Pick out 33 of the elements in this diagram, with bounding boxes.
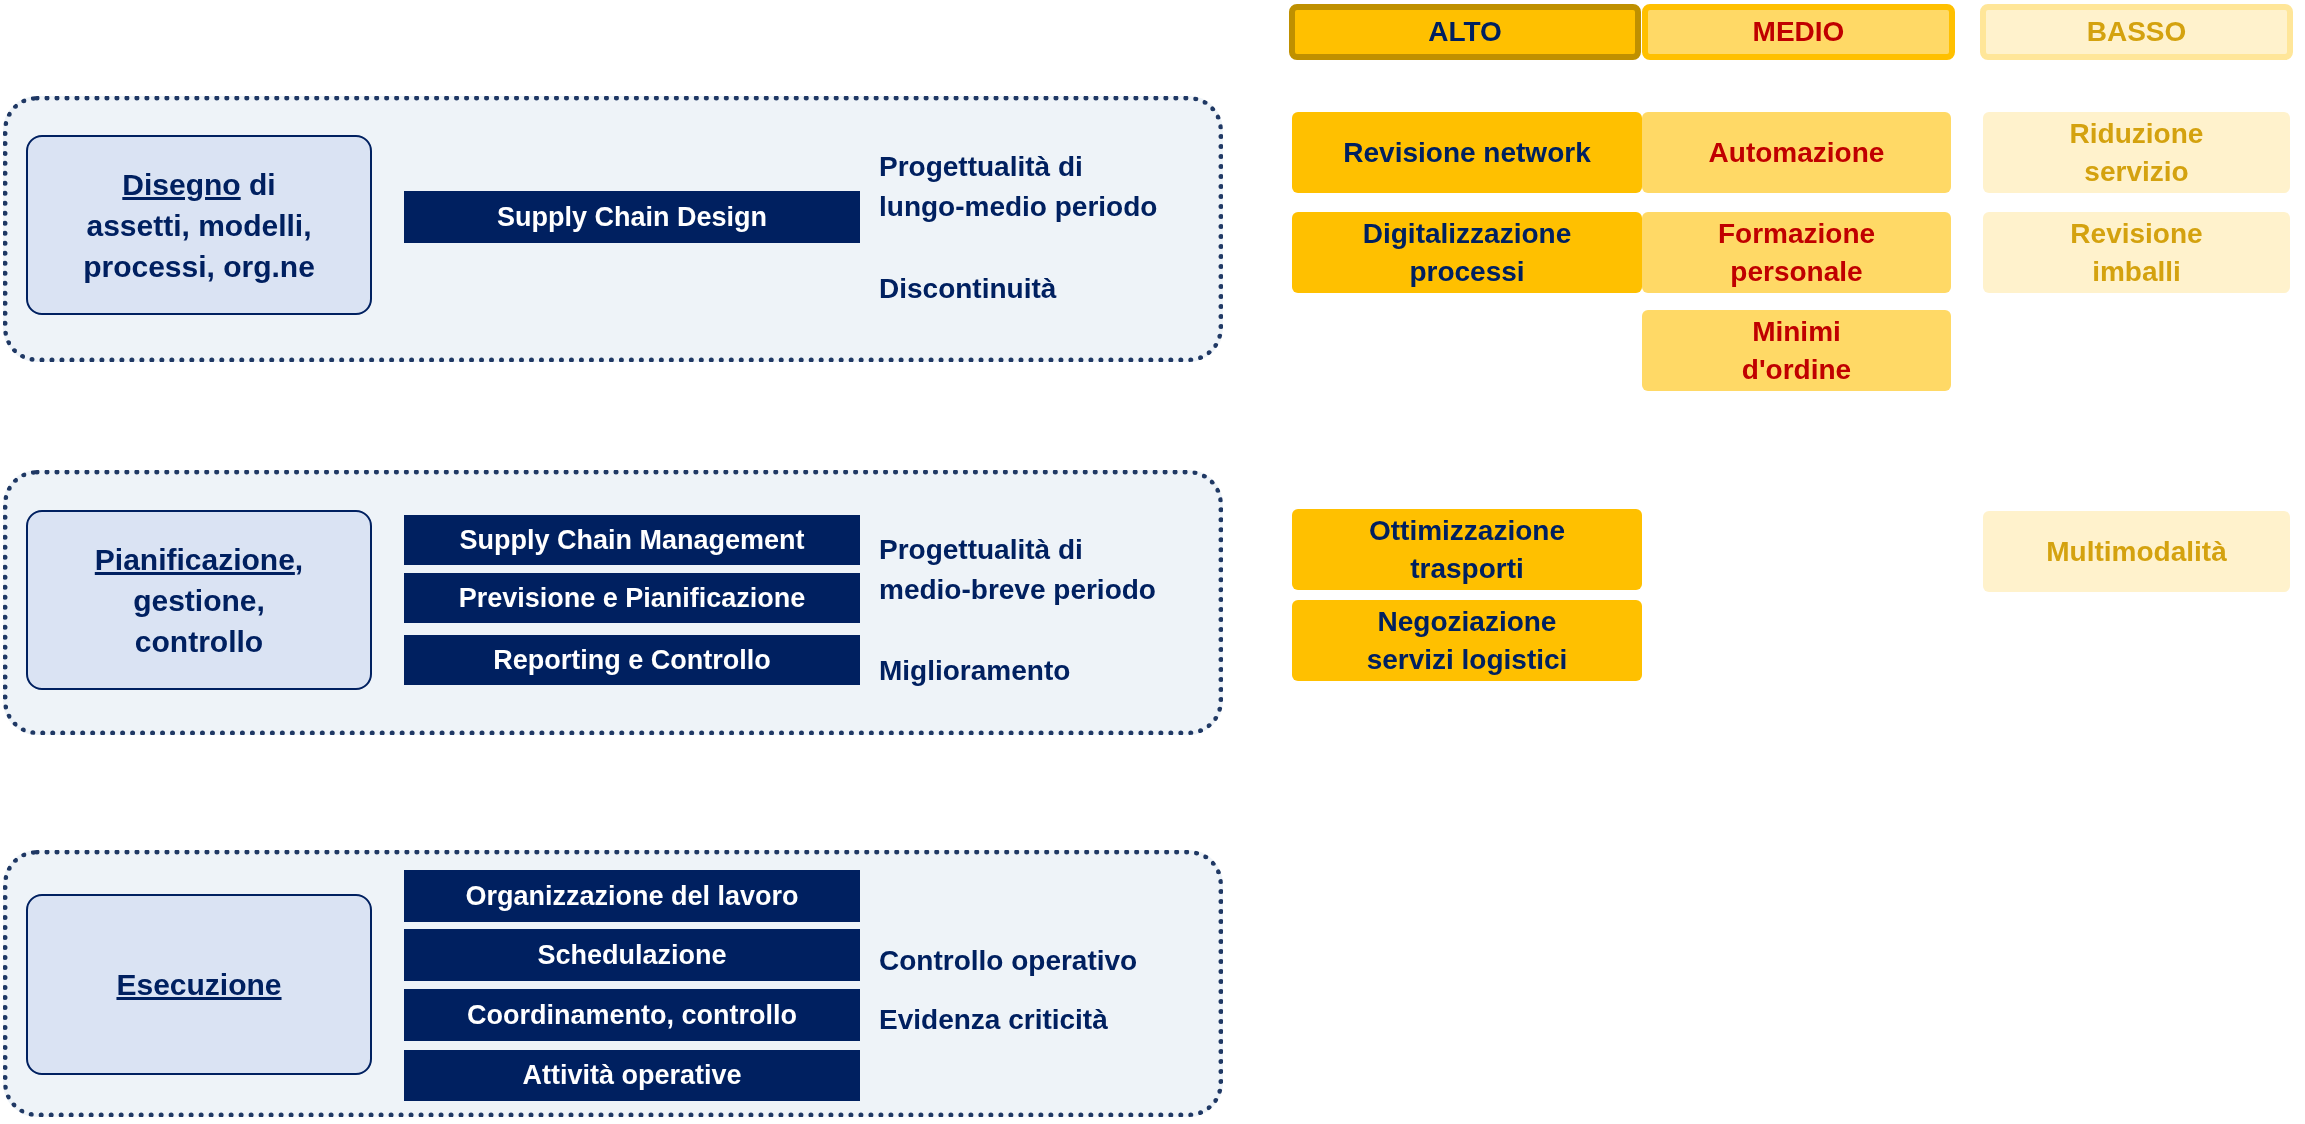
band-note: Evidenza criticità (879, 1003, 1109, 1037)
activity-bar: Coordinamento, controllo (404, 989, 860, 1041)
action-box: Multimodalità (1983, 511, 2290, 592)
action-box: Formazione personale (1642, 212, 1951, 293)
level-band (3, 96, 1223, 362)
action-box: Revisione network (1292, 112, 1642, 193)
level-band (3, 850, 1223, 1117)
band-note: Miglioramento (879, 654, 1072, 688)
activity-bar: Supply Chain Management (404, 515, 860, 565)
action-box: Minimi d'ordine (1642, 310, 1951, 391)
action-box: Negoziazione servizi logistici (1292, 600, 1642, 681)
activity-bar: Schedulazione (404, 929, 860, 981)
activity-bar: Reporting e Controllo (404, 635, 860, 685)
level-header: ALTO (1289, 4, 1641, 60)
band-note: Progettualità di medio-breve periodo (879, 533, 1157, 607)
activity-bar: Organizzazione del lavoro (404, 870, 860, 922)
band-note: Controllo operativo (879, 944, 1139, 978)
activity-bar: Supply Chain Design (404, 191, 860, 243)
action-box: Ottimizzazione trasporti (1292, 509, 1642, 590)
action-box: Riduzione servizio (1983, 112, 2290, 193)
level-header: MEDIO (1642, 4, 1955, 60)
heading-box: Esecuzione (26, 894, 372, 1075)
band-note: Discontinuità (879, 272, 1058, 306)
action-box: Automazione (1642, 112, 1951, 193)
activity-bar: Previsione e Pianificazione (404, 573, 860, 623)
heading-box: Pianificazione, gestione, controllo (26, 510, 372, 690)
level-header: BASSO (1980, 4, 2293, 60)
level-band (3, 470, 1223, 735)
activity-bar: Attività operative (404, 1050, 860, 1101)
band-note: Progettualità di lungo-medio periodo (879, 150, 1159, 224)
action-box: Revisione imballi (1983, 212, 2290, 293)
heading-box: Disegno di assetti, modelli, processi, org.ne (26, 135, 372, 315)
action-box: Digitalizzazione processi (1292, 212, 1642, 293)
